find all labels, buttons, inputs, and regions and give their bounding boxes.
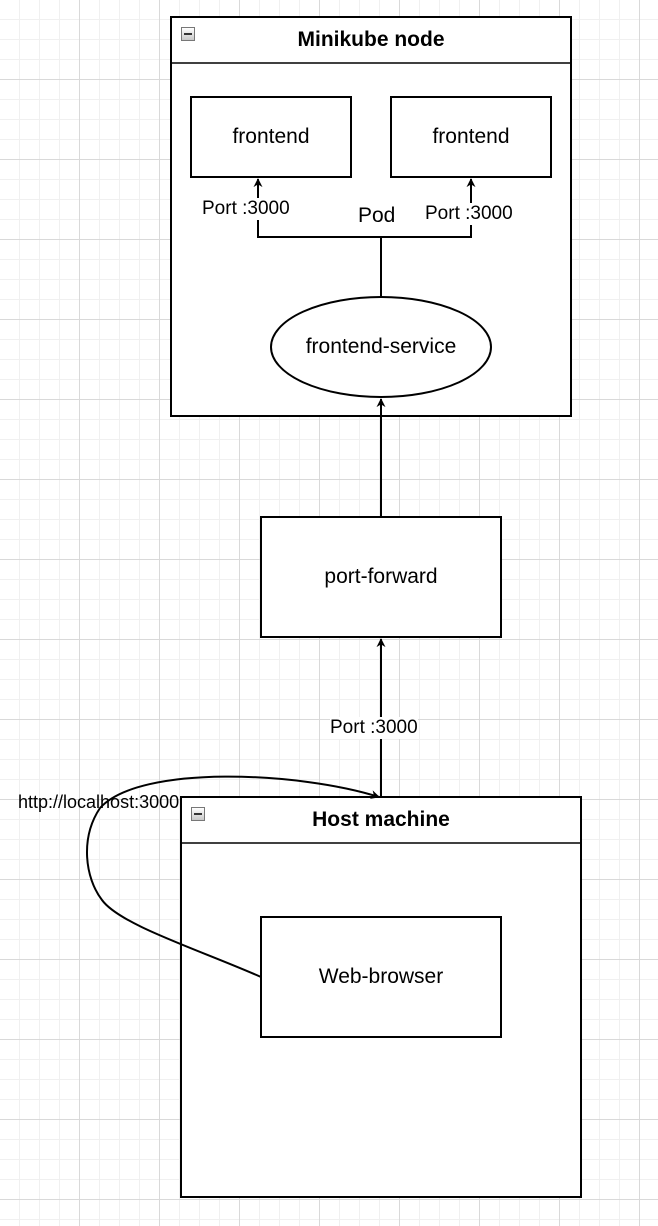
host-port-label: Port :3000 <box>330 717 418 739</box>
frontend-service-ellipse[interactable] <box>270 296 492 398</box>
pod-port-label-2: Port :3000 <box>425 203 513 225</box>
port-forward-label: port-forward <box>324 565 438 588</box>
url-label: http://localhost:3000 <box>18 792 180 812</box>
frontend-pod-label-1: frontend <box>232 125 310 148</box>
frontend-pod-box-2[interactable] <box>390 96 552 178</box>
pod-port-label-1: Port :3000 <box>202 198 290 220</box>
pod-connector-right <box>381 178 476 238</box>
minikube-node-title: Minikube node <box>297 28 445 51</box>
host-collapse-icon[interactable] <box>191 807 205 821</box>
web-browser-label: Web-browser <box>318 965 444 988</box>
frontend-service-label: frontend-service <box>305 335 457 358</box>
host-machine-title: Host machine <box>312 808 450 831</box>
minikube-collapse-icon[interactable] <box>181 27 195 41</box>
pod-label: Pod <box>358 204 396 227</box>
frontend-pod-label-2: frontend <box>432 125 510 148</box>
frontend-pod-box-1[interactable] <box>190 96 352 178</box>
web-browser-box[interactable] <box>260 916 502 1038</box>
port-forward-box[interactable] <box>260 516 502 638</box>
browser-to-host-curve <box>86 775 380 978</box>
